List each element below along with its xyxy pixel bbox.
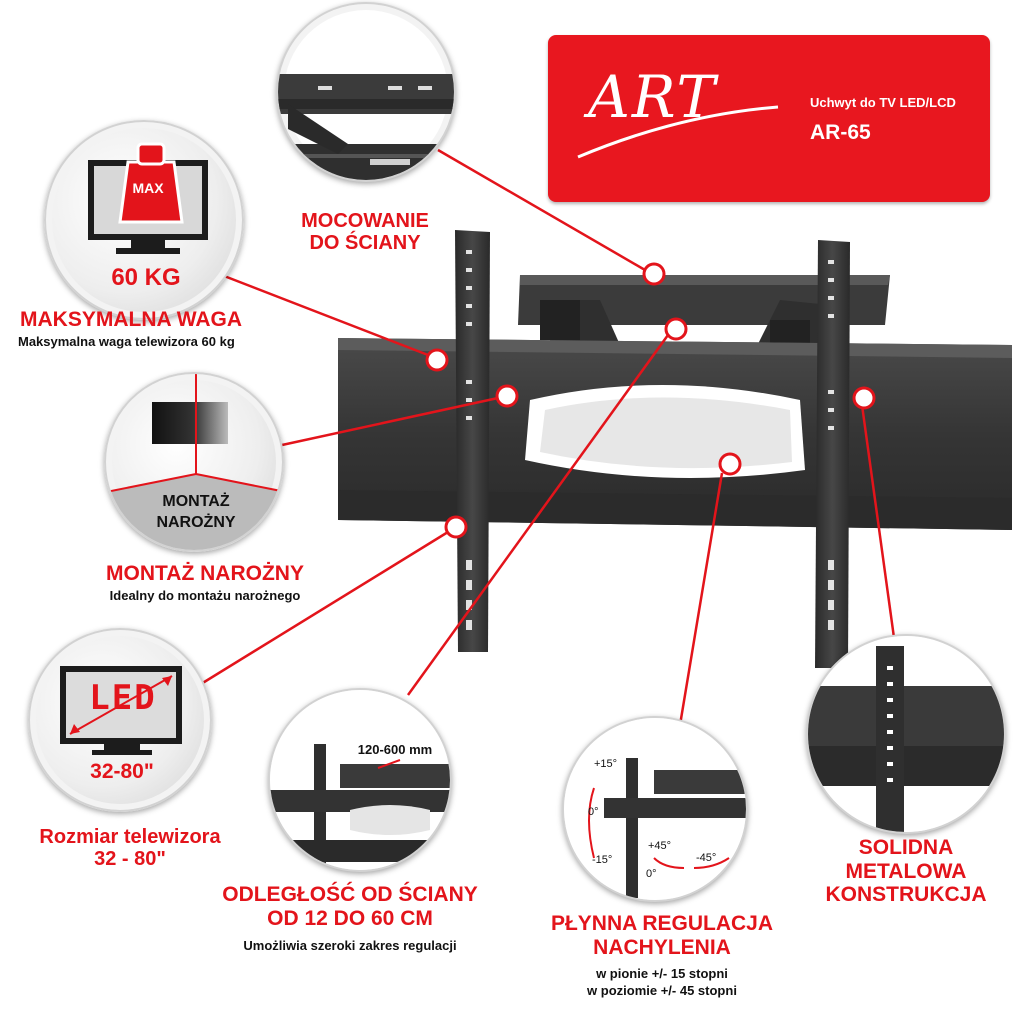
tilt-title-line1: PŁYNNA REGULACJA	[550, 912, 774, 935]
tv-size-circle: LED 32-80"	[28, 628, 212, 812]
construction-closeup	[808, 636, 1004, 832]
corner-circle-label: MONTAŻ NAROŻNY	[106, 492, 282, 534]
construction-circle	[806, 634, 1006, 834]
tv-size-title-line1: Rozmiar telewizora	[39, 826, 221, 848]
product-name: Uchwyt do TV LED/LCD	[810, 95, 956, 110]
wall-mount-title-line1: MOCOWANIE	[301, 210, 429, 232]
distance-title-line1: ODLEGŁOŚĆ OD ŚCIANY	[222, 883, 478, 906]
swivel-right: -45°	[696, 852, 717, 864]
weight-circle: MAX 60 KG	[44, 120, 244, 320]
corner-subtitle: Idealny do montażu narożnego	[109, 588, 301, 603]
tv-size-title: Rozmiar telewizora 32 - 80"	[10, 826, 250, 871]
tilt-subtitle: w pionie +/- 15 stopni w poziomie +/- 45…	[512, 966, 812, 1000]
corner-tv-icon	[106, 374, 282, 550]
tilt-circle: +15° 0° -15° +45° -45° 0°	[562, 716, 748, 902]
product-model: AR-65	[810, 121, 871, 144]
distance-subtitle: Umożliwia szeroki zakres regulacji	[243, 938, 457, 953]
corner-circle-line2: NAROŻNY	[156, 513, 236, 531]
tv-weight-icon	[88, 142, 208, 254]
tilt-down: -15°	[592, 854, 613, 866]
tilt-sub-line1: w pionie +/- 15 stopni	[596, 966, 728, 981]
callout-dots	[425, 262, 876, 539]
vertical-bracket-left	[455, 230, 490, 652]
construction-title-line2: METALOWA	[845, 859, 967, 883]
tilt-closeup	[564, 718, 746, 900]
distance-title: ODLEGŁOŚĆ OD ŚCIANY OD 12 DO 60 CM	[190, 883, 510, 930]
wall-mount-title: MOCOWANIE DO ŚCIANY	[282, 210, 448, 255]
swivel-left: +45°	[648, 840, 672, 852]
weight-value: 60 KG	[111, 264, 181, 291]
construction-title-line1: SOLIDNA	[858, 836, 954, 859]
tilt-title: PŁYNNA REGULACJA NACHYLENIA	[512, 912, 812, 959]
tv-size-title-line2: 32 - 80"	[94, 848, 166, 871]
brand-logo-box: ART Uchwyt do TV LED/LCD AR-65	[548, 35, 990, 202]
max-badge: MAX	[132, 180, 164, 196]
weight-subtitle: Maksymalna waga telewizora 60 kg	[18, 334, 235, 349]
callout-lines	[187, 148, 897, 726]
led-label-text: LED	[89, 678, 157, 718]
distance-closeup	[270, 690, 450, 870]
tv-size-value: 32-80"	[90, 760, 154, 783]
tilt-zero: 0°	[588, 806, 599, 818]
distance-title-line2: OD 12 DO 60 CM	[267, 906, 433, 930]
construction-title-line3: KONSTRUKCJA	[825, 883, 987, 907]
wall-mount-title-line2: DO ŚCIANY	[309, 232, 421, 255]
tilt-up: +15°	[594, 758, 618, 770]
corner-title: MONTAŻ NAROŻNY	[106, 562, 304, 585]
swivel-zero: 0°	[646, 868, 657, 880]
wall-mount-detail-circle	[276, 2, 456, 182]
weight-title: MAKSYMALNA WAGA	[20, 308, 243, 331]
led-label: LED	[78, 678, 168, 718]
vertical-bracket-right	[815, 240, 850, 668]
logo-swoosh-icon	[577, 105, 779, 159]
wall-plate-closeup	[278, 74, 454, 180]
corner-mount-circle: MONTAŻ NAROŻNY	[104, 372, 284, 552]
tilt-sub-line2: w poziomie +/- 45 stopni	[587, 982, 737, 998]
corner-circle-line1: MONTAŻ	[162, 493, 230, 510]
tilt-title-line2: NACHYLENIA	[593, 935, 731, 959]
bracket-holes	[466, 250, 834, 630]
distance-measure: 120-600 mm	[357, 742, 433, 757]
led-tv-icon	[60, 666, 182, 755]
distance-circle: 120-600 mm	[268, 688, 452, 872]
construction-title: SOLIDNA METALOWA KONSTRUKCJA	[806, 836, 1006, 907]
